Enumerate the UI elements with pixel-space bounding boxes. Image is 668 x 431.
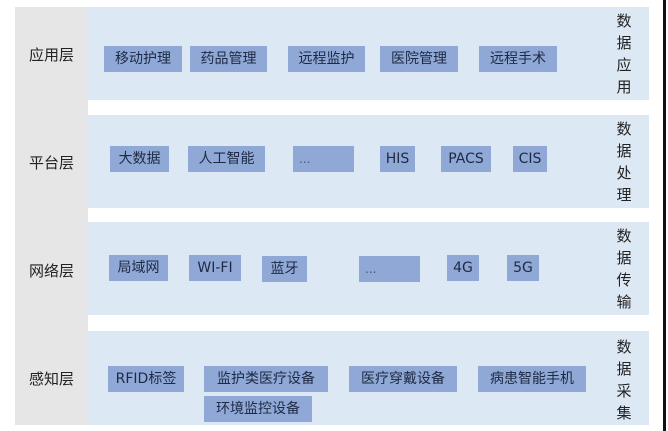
item-mobile-nursing: 移动护理 — [104, 46, 182, 72]
side-char: 数 — [616, 120, 632, 138]
side-char: 据 — [616, 360, 632, 378]
side-char: 采 — [616, 382, 632, 400]
layer-label-column — [15, 7, 88, 425]
side-char: 数 — [616, 338, 632, 356]
item-hospital-management: 医院管理 — [380, 46, 458, 72]
item-pacs: PACS — [441, 146, 491, 172]
layer-application-label: 应用层 — [28, 46, 74, 64]
item-5g: 5G — [507, 255, 539, 281]
item-medical-wearable: 医疗穿戴设备 — [349, 366, 457, 392]
layer-perception-side-label: 数 据 采 集 — [612, 336, 636, 424]
side-char: 理 — [616, 186, 632, 204]
layer-application-side-label: 数 据 应 用 — [612, 10, 636, 98]
side-char: 集 — [616, 404, 632, 422]
item-environment-monitoring: 环境监控设备 — [204, 396, 312, 422]
side-char: 用 — [616, 78, 632, 96]
side-char: 处 — [616, 164, 632, 182]
side-char: 传 — [616, 271, 632, 289]
item-more: ... — [359, 256, 420, 282]
layer-perception-label: 感知层 — [28, 370, 74, 388]
layer-network-side-label: 数 据 传 输 — [612, 225, 636, 313]
item-monitoring-medical-device: 监护类医疗设备 — [204, 366, 328, 392]
item-remote-surgery: 远程手术 — [479, 46, 557, 72]
side-char: 数 — [616, 227, 632, 245]
layer-platform-band — [88, 115, 649, 208]
item-wifi: WI-FI — [189, 255, 241, 281]
item-4g: 4G — [447, 255, 479, 281]
item-drug-management: 药品管理 — [190, 46, 267, 72]
item-big-data: 大数据 — [110, 146, 169, 172]
item-bluetooth: 蓝牙 — [262, 256, 307, 282]
layer-platform-side-label: 数 据 处 理 — [612, 118, 636, 206]
item-ai: 人工智能 — [188, 146, 265, 172]
item-more: ... — [293, 146, 354, 172]
side-char: 数 — [616, 12, 632, 30]
item-cis: CIS — [513, 146, 547, 172]
item-remote-monitoring: 远程监护 — [288, 46, 365, 72]
item-rfid-tag: RFID标签 — [108, 366, 184, 392]
layer-network-label: 网络层 — [28, 262, 74, 280]
item-lan: 局域网 — [109, 255, 168, 281]
side-char: 应 — [616, 56, 632, 74]
item-patient-smartphone: 病患智能手机 — [478, 366, 586, 392]
side-char: 据 — [616, 249, 632, 267]
side-char: 据 — [616, 142, 632, 160]
layer-platform-label: 平台层 — [28, 154, 74, 172]
right-border-line — [663, 0, 666, 431]
side-char: 据 — [616, 34, 632, 52]
side-char: 输 — [616, 293, 632, 311]
item-his: HIS — [380, 146, 415, 172]
